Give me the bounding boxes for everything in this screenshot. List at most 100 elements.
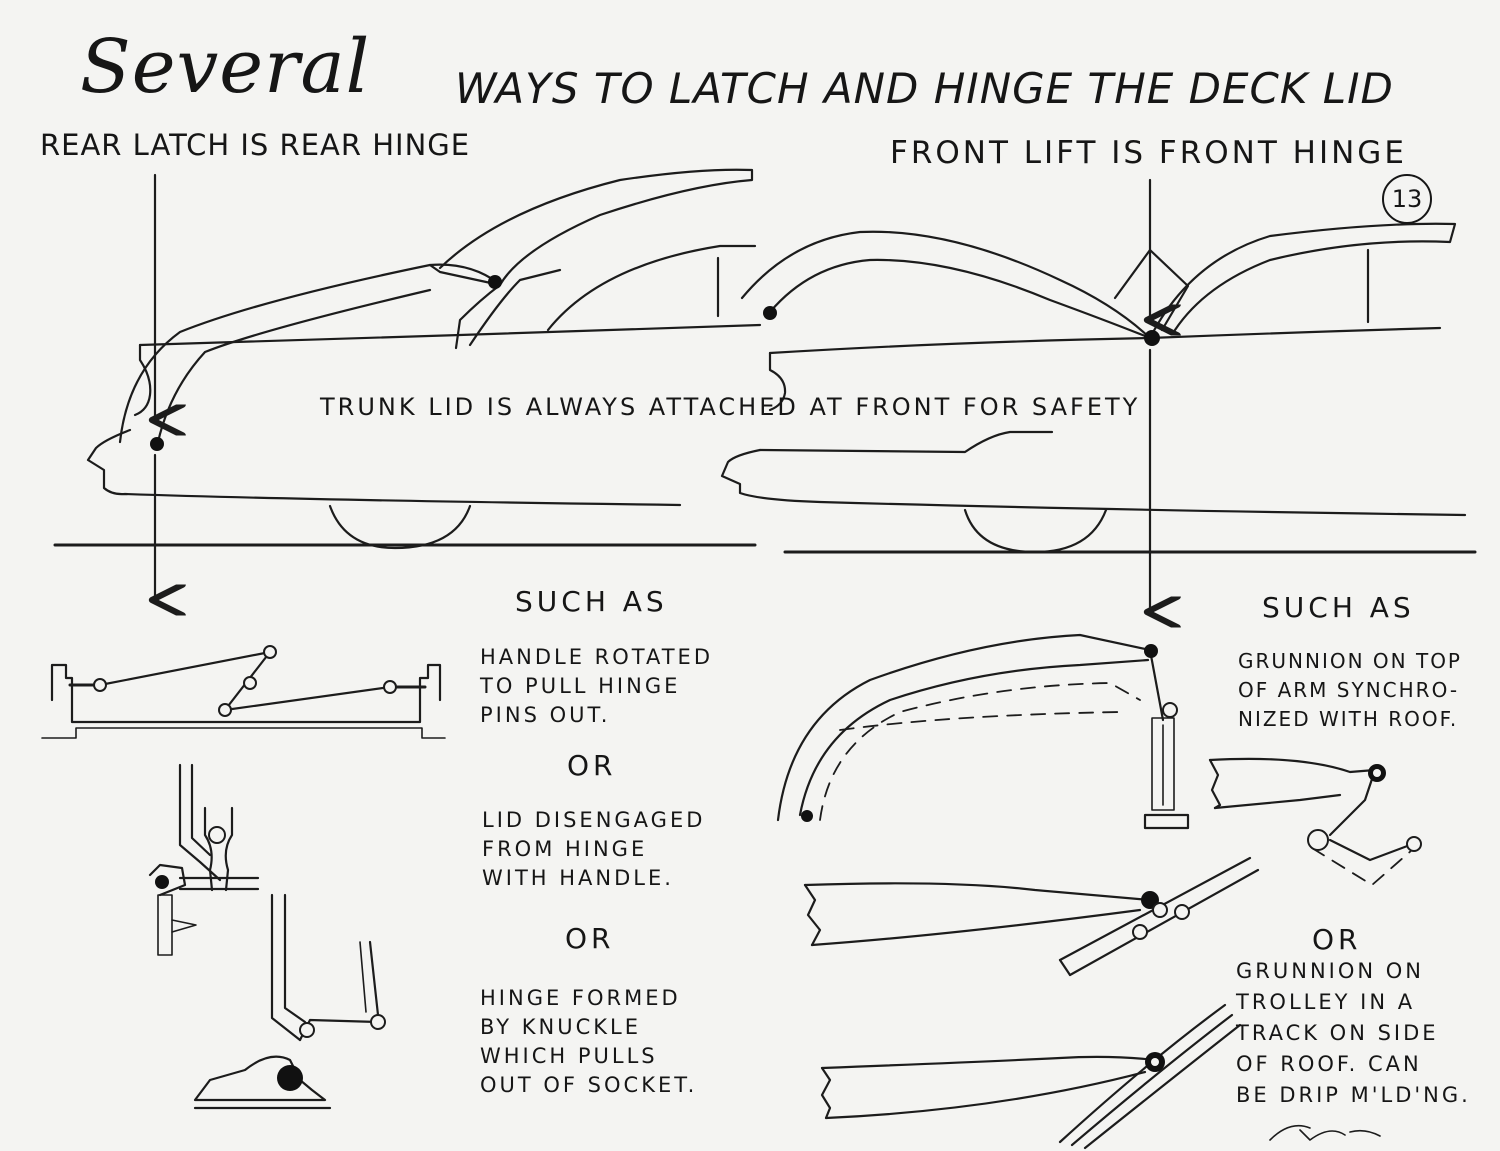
linkage-frame	[50, 663, 442, 724]
lift-lid-outer	[776, 633, 1152, 822]
left-deck-lid-open	[118, 263, 500, 444]
latch-body	[148, 863, 187, 897]
left-belt-line	[138, 323, 762, 347]
right-such-as: SUCH AS	[1262, 591, 1415, 624]
left-lid-pivot-dot	[488, 275, 502, 289]
left-rear-hinge-dot	[150, 437, 164, 451]
left-car-drawing	[53, 168, 762, 600]
grunnion-link-2	[1328, 838, 1412, 862]
track-rail-2	[1068, 868, 1260, 977]
method-lid-disengaged: LID DISENGAGED FROM HINGE WITH HANDLE.	[482, 806, 705, 893]
page-title: WAYS TO LATCH AND HINGE THE DECK LID	[455, 64, 1394, 113]
lift-lid-inner	[798, 658, 1150, 817]
method-line: TO PULL HINGE	[480, 674, 681, 698]
right-deck-lid-inner	[768, 258, 1152, 340]
knuckle-socket	[193, 1055, 327, 1102]
drip-lid-break	[820, 1066, 832, 1120]
strut-foot	[1143, 813, 1190, 830]
track-end	[1058, 958, 1072, 977]
trolley-wheel-3	[1132, 924, 1148, 940]
strut-cylinder	[1151, 717, 1175, 811]
pivot-top	[263, 645, 277, 659]
or-separator: OR	[565, 922, 615, 955]
right-lid-tip-dot	[763, 306, 777, 320]
strut-rod	[1148, 648, 1165, 722]
latch-post	[157, 894, 173, 956]
detail-disengage-hinge	[148, 763, 260, 956]
lid-arm-inner	[190, 763, 212, 857]
clip-left	[203, 806, 214, 892]
linkage-base	[41, 727, 446, 739]
drip-lid-bottom	[824, 1070, 1147, 1120]
detail-lift-strut	[776, 633, 1190, 830]
method-grunnion-on-arm: GRUNNION ON TOP OF ARM SYNCHRO- NIZED WI…	[1238, 647, 1462, 734]
lower-rod	[223, 685, 392, 712]
method-line: WITH HANDLE.	[482, 866, 674, 890]
knuckle-link	[368, 940, 380, 1017]
strut-lid-dot	[1144, 644, 1158, 658]
method-line: BY KNUCKLE	[480, 1015, 642, 1039]
grunnion-link-1	[1328, 768, 1377, 837]
method-line: TROLLEY IN A	[1236, 990, 1416, 1014]
or-separator: OR	[567, 749, 617, 782]
left-c-pillar	[468, 268, 562, 347]
trunk-safety-note: TRUNK LID IS ALWAYS ATTACHED AT FRONT FO…	[320, 393, 1141, 421]
pivot-bottom	[218, 703, 232, 717]
left-bumper-lower-body	[86, 428, 682, 507]
lift-lid-closed-inner	[839, 711, 1121, 731]
right-deck-lid-open	[740, 230, 1152, 340]
left-rear-window	[546, 244, 757, 332]
lid-arm-outer	[178, 763, 222, 882]
pin-left	[93, 678, 107, 692]
knuckle-arm-outer	[270, 893, 302, 1042]
trolley-lid-break	[803, 883, 822, 947]
method-line: OUT OF SOCKET.	[480, 1073, 698, 1097]
title-script-word: Several	[80, 24, 371, 110]
trolley-lid-bottom	[810, 908, 1142, 947]
knuckle-ball	[277, 1065, 303, 1091]
upper-rod	[98, 650, 272, 687]
trolley-lid-top	[803, 882, 1152, 902]
clip-pin	[208, 826, 226, 844]
method-line: GRUNNION ON TOP	[1238, 649, 1462, 673]
right-belt-line	[768, 326, 1442, 355]
right-trunk-note-leader	[758, 430, 1054, 454]
right-tail-outline	[768, 351, 787, 412]
grunnion-top-dot-center	[1373, 769, 1381, 777]
arm-top-edge	[1208, 757, 1377, 774]
drip-rail-3	[1083, 1023, 1242, 1150]
right-bumper-lower-body	[720, 448, 1467, 517]
detail-handle-linkage	[41, 645, 446, 739]
arm-break-line	[1208, 758, 1222, 810]
method-line: TRACK ON SIDE	[1236, 1021, 1439, 1045]
pivot-center	[243, 676, 257, 690]
method-knuckle-hinge: HINGE FORMED BY KNUCKLE WHICH PULLS OUT …	[480, 984, 697, 1100]
trolley-wheel-1	[1152, 902, 1168, 918]
left-heading: REAR LATCH IS REAR HINGE	[40, 128, 471, 162]
artist-signature	[1269, 1124, 1381, 1141]
knuckle-arm-inner	[283, 893, 307, 1024]
drip-trolley-dot-center	[1151, 1058, 1159, 1066]
arm-bottom-edge	[1213, 793, 1342, 810]
detail-trolley-track	[803, 856, 1260, 977]
method-line: LID DISENGAGED	[482, 808, 706, 832]
knuckle-pivot-2	[370, 1014, 386, 1030]
right-front-hinge-dot	[1144, 330, 1160, 346]
method-line: GRUNNION ON	[1236, 959, 1424, 983]
or-separator: OR	[1312, 923, 1362, 956]
grunnion-alt-position	[1311, 847, 1413, 886]
right-rear-wheel	[963, 508, 1108, 554]
detail-grunnion-arm	[1208, 757, 1422, 886]
method-line: NIZED WITH ROOF.	[1238, 707, 1459, 731]
detail-knuckle-hinge	[193, 893, 386, 1110]
drip-rail-2	[1070, 1013, 1234, 1147]
lift-lid-tip-dot	[801, 810, 813, 822]
right-heading: FRONT LIFT IS FRONT HINGE	[890, 135, 1407, 171]
method-line: OF ARM SYNCHRO-	[1238, 678, 1460, 702]
grunnion-end-ring	[1406, 836, 1422, 852]
clip-right	[224, 806, 234, 892]
method-line: OF ROOF. CAN	[1236, 1052, 1422, 1076]
right-roof-outline	[1148, 222, 1457, 340]
right-car-drawing	[720, 178, 1477, 612]
